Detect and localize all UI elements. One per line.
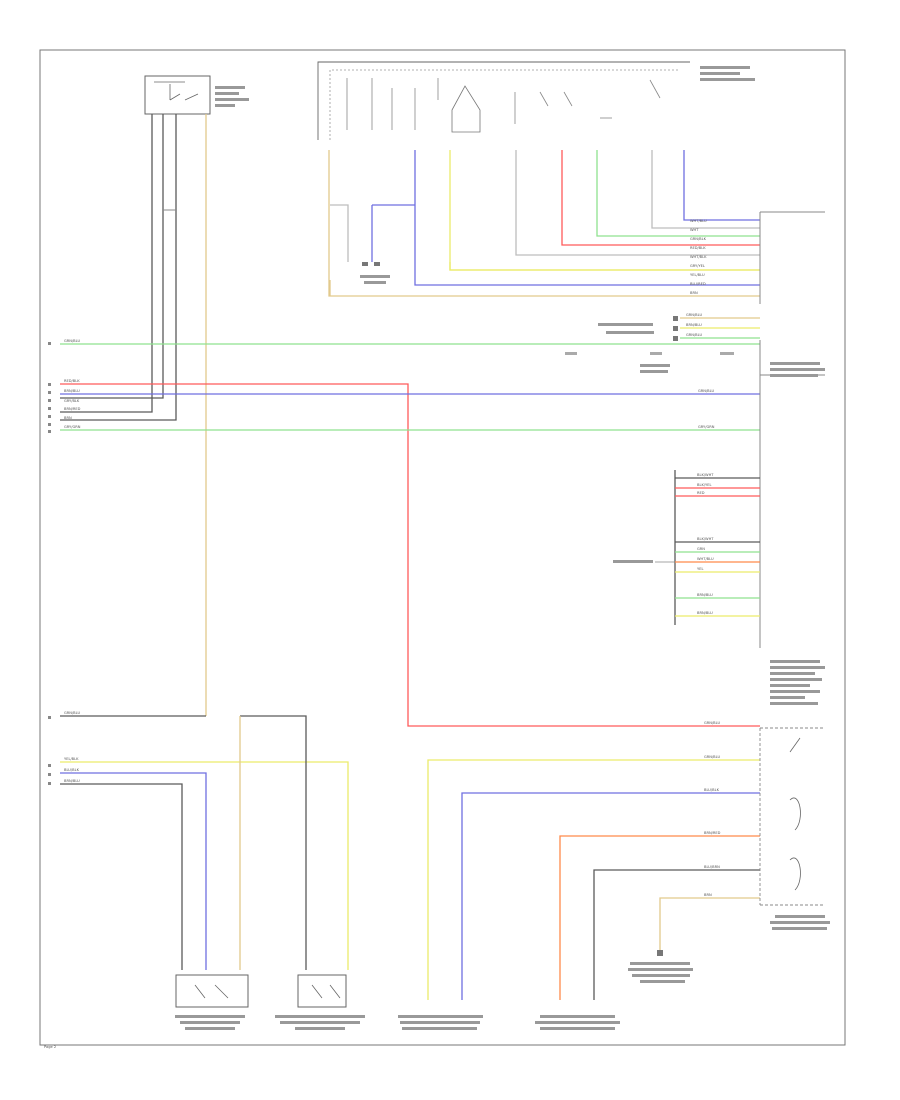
left-edge-ticks bbox=[48, 342, 51, 785]
tag-lower-left-2: BLU/BLK bbox=[64, 768, 80, 772]
tag-fuse-2: GRN/BLU bbox=[686, 333, 702, 337]
tag-bottom-right-3: BLU/BRN bbox=[704, 865, 720, 869]
tag-fuse-1: BRN/BLU bbox=[686, 323, 702, 327]
tag-top-right-6: YEL/BLU bbox=[690, 273, 705, 277]
tag-bus-5: WHT/BLU bbox=[697, 557, 714, 561]
tag-bottom-right-0b: GRN/BLU bbox=[704, 755, 720, 759]
tag-bus-2: RED bbox=[697, 491, 705, 495]
tag-bus-1: BLK/YEL bbox=[697, 483, 712, 487]
tag-bottom-right-4: BRN bbox=[704, 893, 712, 897]
small-splice-component bbox=[360, 262, 390, 284]
tag-top-right-4: WHT/BLK bbox=[690, 255, 707, 259]
tag-bus-7: BRN/BLU bbox=[697, 593, 713, 597]
right-bus-connectors: BLK/WHT BLK/YEL RED BLK/WHT GRN WHT/BLU … bbox=[613, 470, 825, 705]
tag-left-3: GRY/BLK bbox=[64, 399, 80, 403]
bottom-left-component-2 bbox=[275, 974, 365, 1030]
tag-lower-left-3: BRN/BLU bbox=[64, 779, 80, 783]
left-harness-tags: GRN/BLU RED/BLK BRN/BLU GRY/BLK BRN/RED … bbox=[64, 339, 81, 429]
tag-top-right-5: GRY/YEL bbox=[690, 264, 705, 268]
tag-left-2: BRN/BLU bbox=[64, 389, 80, 393]
tag-top-right-2: GRN/BLK bbox=[690, 237, 707, 241]
tag-top-right-3: RED/BLK bbox=[690, 246, 706, 250]
top-left-switch bbox=[144, 75, 249, 115]
tag-left-0: GRN/BLU bbox=[64, 339, 80, 343]
left-vertical-wires bbox=[60, 114, 207, 716]
bottom-right-component-1 bbox=[398, 1015, 483, 1030]
tag-lower-left-0: GRN/BLU bbox=[64, 711, 80, 715]
tag-bus-6: YEL bbox=[697, 567, 703, 571]
top-right-drop-wires bbox=[328, 150, 760, 297]
page-caption: Page 2 bbox=[44, 1045, 56, 1049]
bottom-right-component-2 bbox=[535, 1015, 620, 1030]
control-module-connector: GRN/BLU GRY/GRN bbox=[698, 340, 825, 648]
fuse-splice-row: GRN/BLU BRN/BLU GRN/BLU bbox=[565, 313, 760, 373]
bottom-left-component-1 bbox=[175, 974, 249, 1030]
tag-bus-8: BRN/BLU bbox=[697, 611, 713, 615]
tag-bus-3: BLK/WHT bbox=[697, 537, 714, 541]
tag-bus-0: BLK/WHT bbox=[697, 473, 714, 477]
bottom-right-component-3 bbox=[628, 950, 693, 983]
tag-lower-left-1: YEL/BLK bbox=[64, 757, 79, 761]
upper-connector-header: WHT/BLU WHT GRN/BLK RED/BLK WHT/BLK GRY/… bbox=[690, 211, 825, 304]
tag-fuse-0: GRN/BLU bbox=[686, 313, 702, 317]
tag-top-right-7: BLU/RED bbox=[690, 282, 706, 286]
tag-bus-4: GRN bbox=[697, 547, 705, 551]
lower-right-wiring: GRN/BLU GRN/BLU BLU/BLK BRN/RED BLU/BRN … bbox=[427, 721, 760, 1000]
tag-left-5: BRN bbox=[64, 416, 72, 420]
lower-left-wiring: GRN/BLU YEL/BLK BLU/BLK BRN/BLU bbox=[60, 711, 349, 970]
top-left-switch-label bbox=[215, 86, 249, 107]
top-right-switch-label bbox=[700, 66, 755, 81]
top-right-switch-array bbox=[317, 61, 755, 140]
tag-top-right-1: WHT bbox=[690, 228, 699, 232]
horizontal-harness bbox=[60, 343, 760, 727]
diagram-border bbox=[39, 49, 846, 1046]
tag-left-4: BRN/RED bbox=[64, 407, 81, 411]
tag-left-1: RED/BLK bbox=[64, 379, 80, 383]
tag-left-6: GRY/GRN bbox=[64, 425, 81, 429]
tag-mid-right-3: GRY/GRN bbox=[698, 425, 715, 429]
tag-bottom-right-2: BRN/RED bbox=[704, 831, 721, 835]
lower-right-switch-box bbox=[759, 727, 830, 930]
tag-mid-right-0: GRN/BLU bbox=[698, 389, 714, 393]
tag-bottom-right-1: BLU/BLK bbox=[704, 788, 720, 792]
tag-top-right-0: WHT/BLU bbox=[690, 219, 707, 223]
tag-top-right-8: BRN bbox=[690, 291, 698, 295]
tag-bottom-right-0: GRN/BLU bbox=[704, 721, 720, 725]
